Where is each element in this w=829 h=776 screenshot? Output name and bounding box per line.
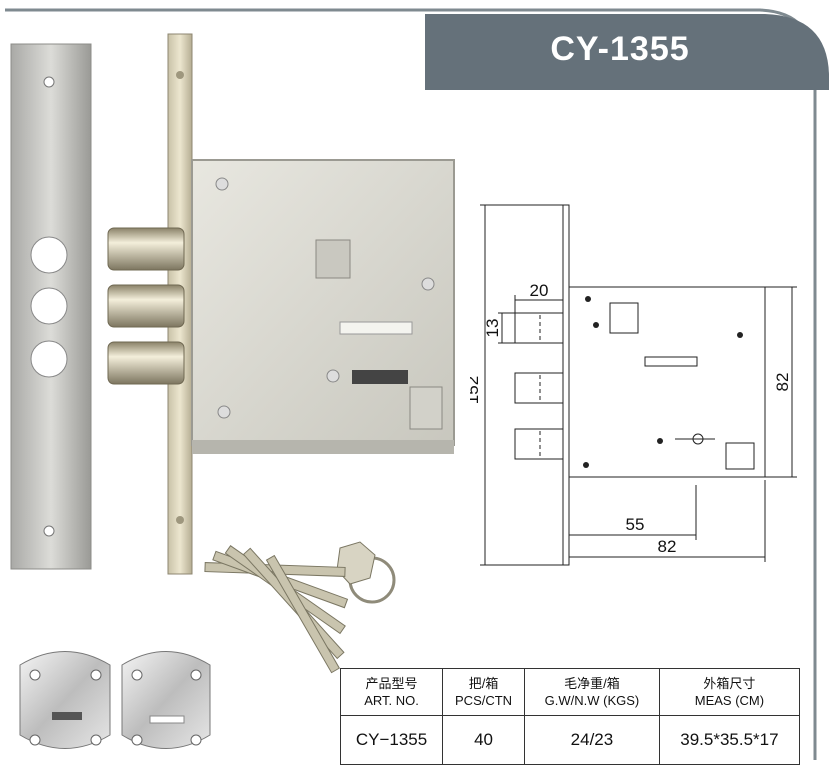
cell-art-no: CY−1355 (339, 715, 444, 765)
product-title: CY-1355 (550, 30, 690, 68)
header-art-no-cn: 产品型号 (365, 676, 418, 691)
header-pcs-ctn: 把/箱 PCS/CTN (442, 668, 525, 716)
header-meas-cn: 外箱尺寸 (703, 676, 756, 691)
header-weight-en: G.W/N.W (KGS) (544, 693, 640, 708)
lock-case (191, 159, 455, 454)
deadbolts (107, 227, 185, 385)
dim-backset: 55 (626, 515, 645, 534)
dim-case-height: 82 (773, 373, 792, 392)
header-pcs-ctn-en: PCS/CTN (455, 693, 513, 708)
escutcheon-plates (19, 651, 211, 749)
header-weight: 毛净重/箱 G.W/N.W (KGS) (524, 668, 660, 716)
dim-bolt-height: 13 (483, 319, 502, 338)
cell-pcs-ctn: 40 (442, 715, 525, 765)
header-weight-cn: 毛净重/箱 (564, 676, 620, 691)
dim-bolt-width: 20 (530, 281, 549, 300)
cell-meas: 39.5*35.5*17 (658, 715, 801, 765)
dim-overall-height: 152 (470, 376, 482, 404)
table-row: CY−1355 40 24/23 39.5*35.5*17 (339, 715, 801, 765)
key-set (204, 541, 396, 674)
header-art-no-en: ART. NO. (364, 693, 419, 708)
header-meas: 外箱尺寸 MEAS (CM) (658, 668, 801, 716)
title-banner (425, 14, 829, 90)
strike-plate (10, 43, 92, 570)
technical-drawing: 152 20 13 82 55 82 (470, 204, 797, 566)
header-meas-en: MEAS (CM) (694, 693, 765, 708)
cell-weight: 24/23 (524, 715, 660, 765)
header-pcs-ctn-cn: 把/箱 (468, 676, 499, 691)
dim-case-width: 82 (658, 537, 677, 556)
spec-table: 产品型号 ART. NO. 把/箱 PCS/CTN 毛净重/箱 G.W/N.W (KG… (339, 668, 801, 765)
lock-photo (10, 33, 455, 749)
spec-table-header-row: 产品型号 ART. NO. 把/箱 PCS/CTN 毛净重/箱 G.W/N.W (KG… (339, 668, 801, 716)
header-art-no: 产品型号 ART. NO. (339, 668, 444, 716)
